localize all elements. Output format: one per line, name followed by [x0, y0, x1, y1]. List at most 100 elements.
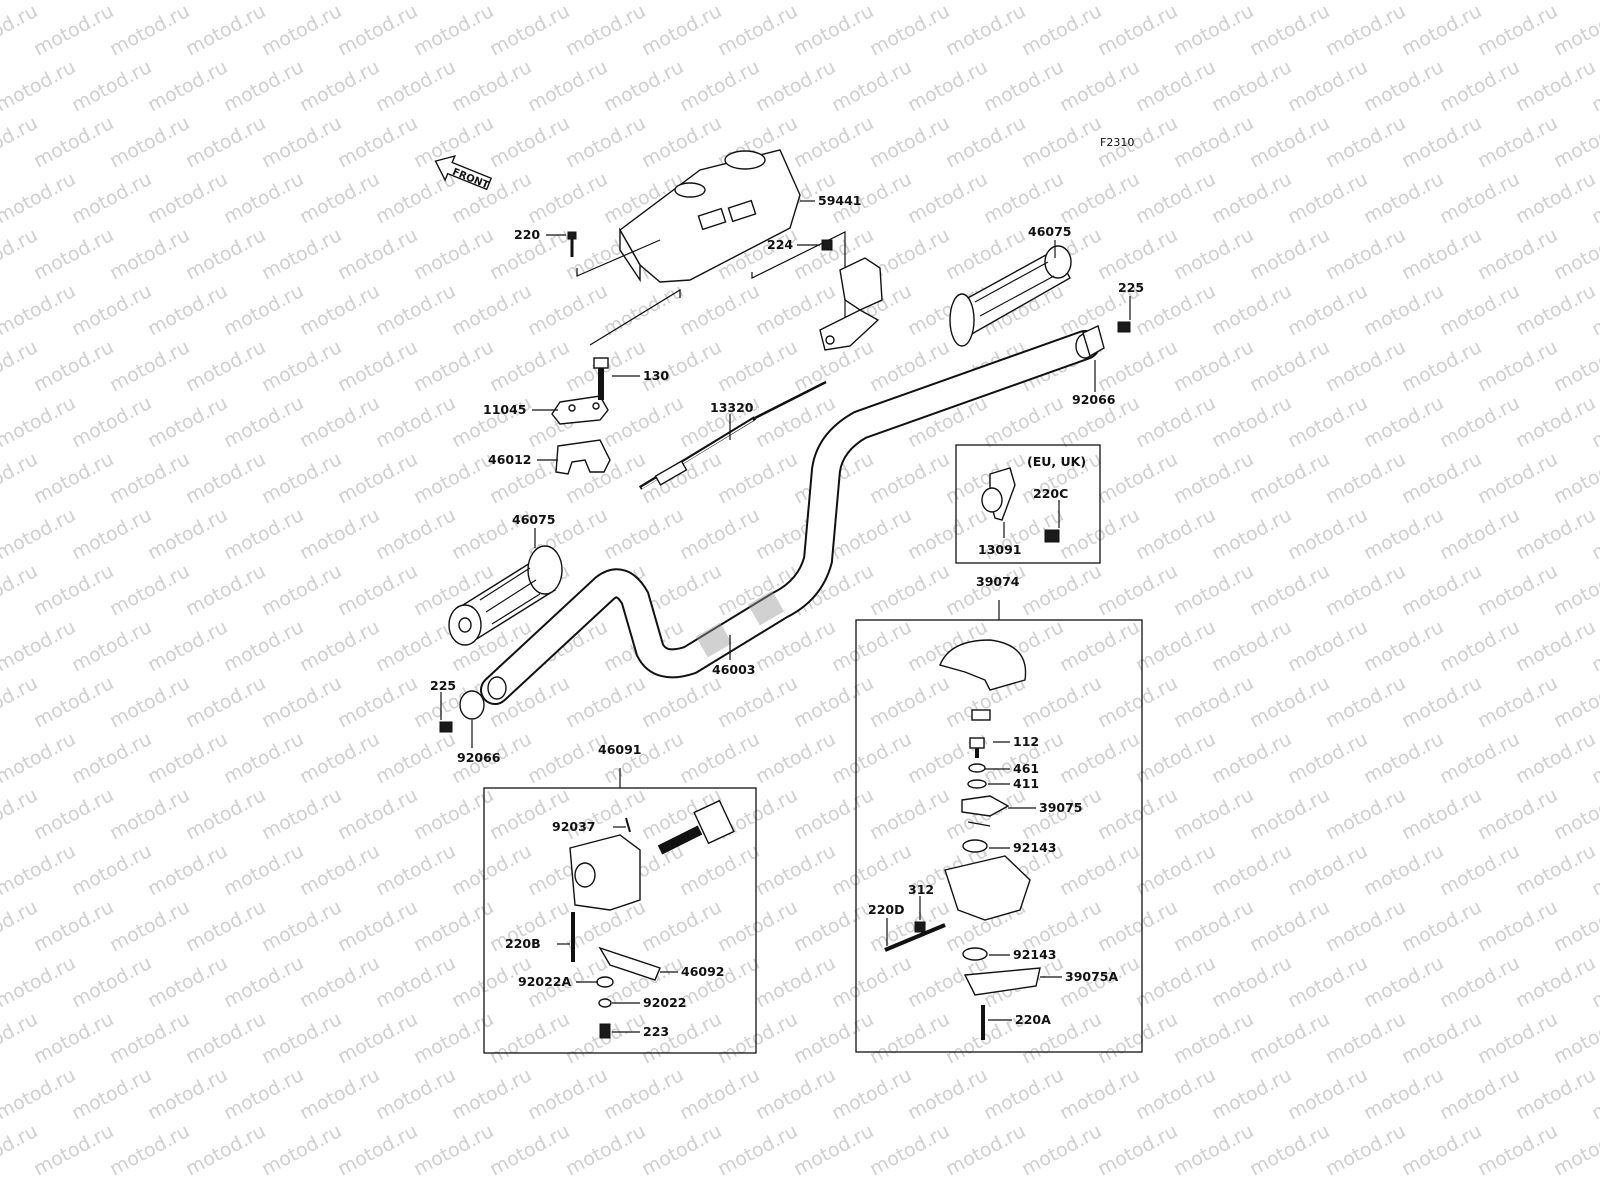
watermark-text: motod.ru: [866, 448, 953, 508]
watermark-text: motod.ru: [1056, 0, 1143, 4]
watermark-text: motod.ru: [0, 392, 79, 452]
watermark-text: motod.ru: [68, 168, 155, 228]
watermark-text: motod.ru: [0, 0, 79, 4]
watermark-text: motod.ru: [1322, 784, 1409, 844]
watermark-text: motod.ru: [1436, 616, 1523, 676]
watermark-text: motod.ru: [866, 560, 953, 620]
watermark-text: motod.ru: [752, 728, 839, 788]
watermark-text: motod.ru: [1208, 616, 1295, 676]
watermark-text: motod.ru: [524, 56, 611, 116]
watermark-text: motod.ru: [1246, 560, 1333, 620]
watermark-text: motod.ru: [1550, 0, 1600, 60]
watermark-text: motod.ru: [1512, 504, 1599, 564]
watermark-text: motod.ru: [714, 448, 801, 508]
watermark-text: motod.ru: [486, 1008, 573, 1068]
watermark-text: motod.ru: [106, 224, 193, 284]
watermark-text: motod.ru: [334, 896, 421, 956]
watermark-text: motod.ru: [1056, 840, 1143, 900]
watermark-text: motod.ru: [334, 224, 421, 284]
label-92066-left: 92066: [457, 750, 501, 765]
watermark-text: motod.ru: [1132, 728, 1219, 788]
watermark-text: motod.ru: [0, 56, 79, 116]
watermark-text: motod.ru: [1132, 504, 1219, 564]
watermark-text: motod.ru: [676, 0, 763, 4]
watermark-text: motod.ru: [866, 784, 953, 844]
watermark-text: motod.ru: [980, 0, 1067, 4]
label-224: 224: [767, 237, 793, 252]
watermark-text: motod.ru: [1474, 448, 1561, 508]
watermark-text: motod.ru: [1398, 0, 1485, 60]
watermark-text: motod.ru: [1512, 952, 1599, 1012]
watermark-text: motod.ru: [638, 672, 725, 732]
watermark-text: motod.ru: [1436, 168, 1523, 228]
watermark-text: motod.ru: [30, 224, 117, 284]
watermark-text: motod.ru: [486, 0, 573, 60]
watermark-text: motod.ru: [296, 504, 383, 564]
watermark-text: motod.ru: [1360, 392, 1447, 452]
watermark-text: motod.ru: [30, 896, 117, 956]
label-92143-a: 92143: [1013, 840, 1057, 855]
watermark-text: motod.ru: [220, 56, 307, 116]
watermark-text: motod.ru: [1322, 1120, 1409, 1180]
watermark-text: motod.ru: [1246, 1120, 1333, 1180]
watermark-text: motod.ru: [1208, 392, 1295, 452]
watermark-text: motod.ru: [790, 896, 877, 956]
watermark-text: motod.ru: [1246, 1008, 1333, 1068]
watermark-text: motod.ru: [1284, 616, 1371, 676]
watermark-text: motod.ru: [220, 728, 307, 788]
watermark-text: motod.ru: [144, 56, 231, 116]
watermark-text: motod.ru: [1284, 1064, 1371, 1124]
watermark-text: motod.ru: [562, 784, 649, 844]
watermark-text: motod.ru: [1208, 56, 1295, 116]
watermark-text: motod.ru: [1474, 1008, 1561, 1068]
label-461: 461: [1013, 761, 1039, 776]
label-11045: 11045: [483, 402, 527, 417]
watermark-text: motod.ru: [334, 112, 421, 172]
watermark-text: motod.ru: [1284, 504, 1371, 564]
clamp-bolt: [593, 357, 609, 400]
watermark-text: motod.ru: [258, 336, 345, 396]
watermark-text: motod.ru: [220, 1064, 307, 1124]
handlebar: [480, 330, 1100, 705]
watermark-text: motod.ru: [828, 728, 915, 788]
watermark-text: motod.ru: [1208, 952, 1295, 1012]
label-46091: 46091: [598, 742, 642, 757]
watermark-text: motod.ru: [752, 0, 839, 4]
watermark-text: motod.ru: [106, 336, 193, 396]
watermark-text: motod.ru: [1436, 0, 1523, 4]
watermark-text: motod.ru: [904, 0, 991, 4]
watermark-text: motod.ru: [1018, 560, 1105, 620]
watermark-text: motod.ru: [1170, 896, 1257, 956]
watermark-text: motod.ru: [1170, 1120, 1257, 1180]
watermark-text: motod.ru: [1170, 784, 1257, 844]
watermark-text: motod.ru: [1246, 336, 1333, 396]
watermark-text: motod.ru: [258, 0, 345, 60]
watermark-text: motod.ru: [942, 112, 1029, 172]
watermark-text: motod.ru: [296, 56, 383, 116]
watermark-text: motod.ru: [182, 1008, 269, 1068]
watermark-text: motod.ru: [638, 1120, 725, 1180]
watermark-text: motod.ru: [714, 336, 801, 396]
watermark-text: motod.ru: [68, 1064, 155, 1124]
label-46075-left: 46075: [512, 512, 556, 527]
watermark-text: motod.ru: [372, 616, 459, 676]
watermark-text: motod.ru: [182, 672, 269, 732]
watermark-text: motod.ru: [182, 224, 269, 284]
watermark-text: motod.ru: [1246, 224, 1333, 284]
watermark-text: motod.ru: [562, 672, 649, 732]
watermark-text: motod.ru: [182, 784, 269, 844]
watermark-text: motod.ru: [486, 112, 573, 172]
watermark-text: motod.ru: [68, 0, 155, 4]
watermark-text: motod.ru: [258, 560, 345, 620]
label-46003: 46003: [712, 662, 756, 677]
watermark-text: motod.ru: [1474, 224, 1561, 284]
watermark-text: motod.ru: [334, 672, 421, 732]
lower-clamp: [555, 439, 611, 475]
watermark-text: motod.ru: [790, 1008, 877, 1068]
watermark-text: motod.ru: [372, 952, 459, 1012]
watermark-text: motod.ru: [410, 0, 497, 60]
watermark-text: motod.ru: [1436, 952, 1523, 1012]
label-92143-b: 92143: [1013, 947, 1057, 962]
